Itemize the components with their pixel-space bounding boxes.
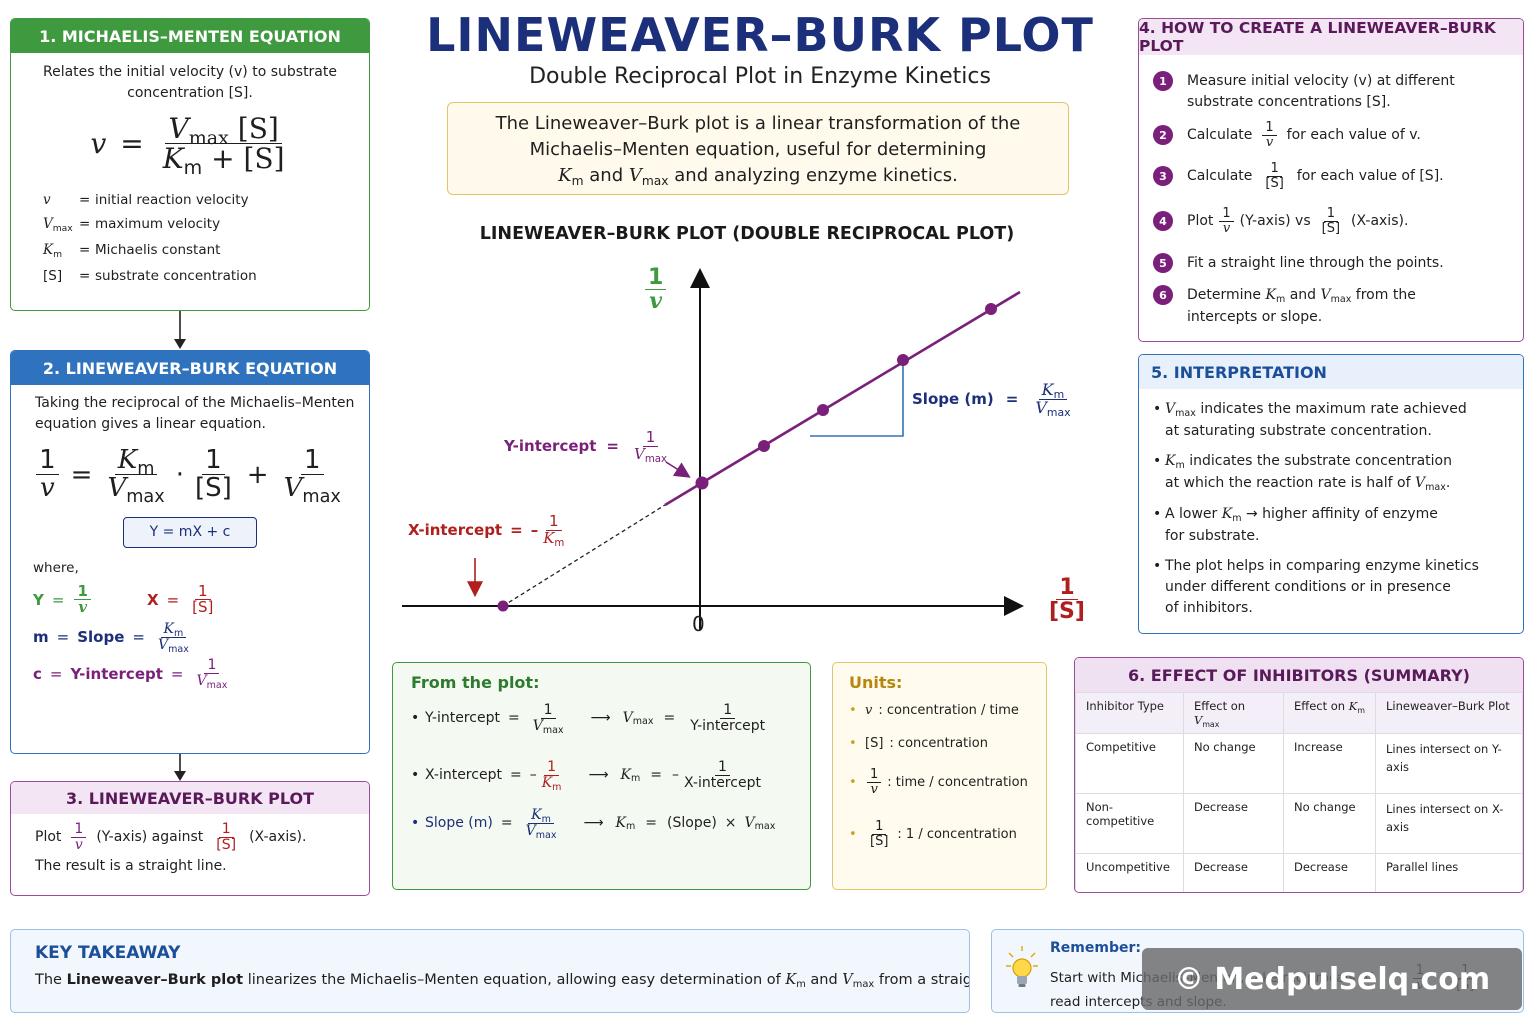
from-plot-heading: From the plot: — [411, 673, 540, 692]
table-cell: Lines intersect on X-axis — [1375, 793, 1523, 854]
panel3-heading: 3. LINEWEAVER–BURK PLOT — [11, 782, 369, 814]
panel-lb-equation: 2. LINEWEAVER–BURK EQUATION Taking the r… — [10, 350, 370, 754]
intro-line1: The Lineweaver–Burk plot is a linear tra… — [495, 113, 1021, 134]
table-cell: Uncompetitive — [1075, 853, 1184, 892]
table-cell: No change — [1283, 793, 1376, 854]
panel2-heading: 2. LINEWEAVER–BURK EQUATION — [11, 351, 369, 385]
origin-label: 0 — [692, 612, 705, 636]
table-cell: Decrease — [1183, 853, 1284, 892]
panel-units: Units: •v: concentration / time •[S]: co… — [832, 662, 1047, 890]
lb-chart — [402, 268, 1024, 630]
intro-line3: Km and Vmax and analyzing enzyme kinetic… — [558, 165, 958, 188]
watermark: © Medpulselq.com — [1142, 948, 1522, 1010]
table-header-row: Inhibitor Type Effect on Vmax Effect on … — [1075, 692, 1523, 734]
slope-triangle — [810, 360, 904, 437]
x-axis-label: 1[S] — [1049, 575, 1085, 625]
fit-line — [664, 290, 1021, 507]
step-3: 3 Calculate 1[S] for each value of [S]. — [1153, 162, 1444, 190]
interpretation-list: • Vmax indicates the maximum rate achiev… — [1153, 401, 1479, 616]
table-row: Non-competitive Decrease No change Lines… — [1075, 793, 1523, 854]
y-intercept-arrow — [665, 461, 691, 478]
col-effect-vmax: Effect on Vmax — [1183, 692, 1284, 734]
unit-s: •[S]: concentration — [849, 736, 988, 751]
table-cell: Decrease — [1183, 793, 1284, 854]
unit-v: •v: concentration / time — [849, 703, 1019, 718]
panel1-heading: 1. MICHAELIS–MENTEN EQUATION — [11, 19, 369, 53]
panel-remember: Remember: Start with Michaelis–Menten, t… — [991, 929, 1524, 1013]
panel6-heading: 6. EFFECT OF INHIBITORS (SUMMARY) — [1075, 658, 1523, 692]
lightbulb-icon — [1006, 946, 1038, 987]
where-label: where, — [33, 559, 79, 576]
panel-interpretation: 5. INTERPRETATION • Vmax indicates the m… — [1138, 354, 1524, 634]
inhibitors-table: Inhibitor Type Effect on Vmax Effect on … — [1075, 692, 1523, 892]
takeaway-heading: KEY TAKEAWAY — [35, 943, 181, 963]
x-intercept-point — [497, 600, 509, 612]
panel5-heading: 5. INTERPRETATION — [1139, 355, 1523, 389]
col-inhibitor-type: Inhibitor Type — [1075, 692, 1184, 734]
table-cell: Decrease — [1283, 853, 1376, 892]
table-row: Competitive No change Increase Lines int… — [1075, 733, 1523, 794]
panel-inhibitors: 6. EFFECT OF INHIBITORS (SUMMARY) Inhibi… — [1074, 657, 1524, 893]
panel1-desc: Relates the initial velocity (v) to subs… — [42, 64, 337, 101]
table-cell: Parallel lines — [1375, 853, 1523, 892]
units-heading: Units: — [849, 673, 903, 692]
remember-heading: Remember: — [1050, 940, 1141, 956]
table-row: Uncompetitive Decrease Decrease Parallel… — [1075, 853, 1523, 892]
data-point — [817, 404, 829, 416]
data-point — [758, 440, 770, 452]
data-point — [985, 303, 997, 315]
panel-key-takeaway: KEY TAKEAWAY The Lineweaver–Burk plot li… — [10, 929, 970, 1013]
col-lb-plot: Lineweaver–Burk Plot — [1375, 692, 1523, 734]
mm-equation: v = Vmax [S] Km + [S] — [90, 112, 285, 180]
table-cell: Increase — [1283, 733, 1376, 794]
step-1: 1 Measure initial velocity (v) at differ… — [1153, 71, 1455, 113]
unit-inv-s: •1[S]: 1 / concentration — [849, 819, 1017, 849]
linear-form-box: Y = mX + c — [123, 516, 257, 548]
table-cell: Non-competitive — [1075, 793, 1184, 854]
data-point — [897, 354, 909, 366]
table-cell: No change — [1183, 733, 1284, 794]
y-intercept-point — [695, 476, 709, 490]
panel-michaelis-menten: 1. MICHAELIS–MENTEN EQUATION Relates the… — [10, 18, 370, 311]
table-cell: Competitive — [1075, 733, 1184, 794]
intro-box: The Lineweaver–Burk plot is a linear tra… — [447, 102, 1069, 195]
step-6: 6 Determine Km and Vmax from the interce… — [1153, 285, 1416, 328]
col-effect-km: Effect on Km — [1283, 692, 1376, 734]
panel2-desc: Taking the reciprocal of the Michaelis–M… — [35, 395, 355, 432]
panel-how-to: 4. HOW TO CREATE A LINEWEAVER–BURK PLOT … — [1138, 18, 1524, 342]
step-5: 5 Fit a straight line through the points… — [1153, 253, 1444, 273]
page-subtitle: Double Reciprocal Plot in Enzyme Kinetic… — [529, 64, 991, 89]
mm-definitions: v=initial reaction velocity Vmax=maximum… — [43, 191, 257, 284]
chart-title: LINEWEAVER–BURK PLOT (DOUBLE RECIPROCAL … — [479, 224, 1015, 244]
intro-line2: Michaelis–Menten equation, useful for de… — [529, 139, 987, 160]
page-title: LINEWEAVER–BURK PLOT — [426, 8, 1094, 62]
flow-arrow-1 — [174, 311, 186, 349]
takeaway-text: The Lineweaver–Burk plot linearizes the … — [35, 972, 969, 991]
table-cell: Lines intersect on Y-axis — [1375, 733, 1523, 794]
flow-arrow-2 — [174, 753, 186, 781]
extrapolation-line — [502, 504, 666, 607]
panel4-heading: 4. HOW TO CREATE A LINEWEAVER–BURK PLOT — [1139, 19, 1523, 55]
panel3-result: The result is a straight line. — [35, 858, 227, 875]
